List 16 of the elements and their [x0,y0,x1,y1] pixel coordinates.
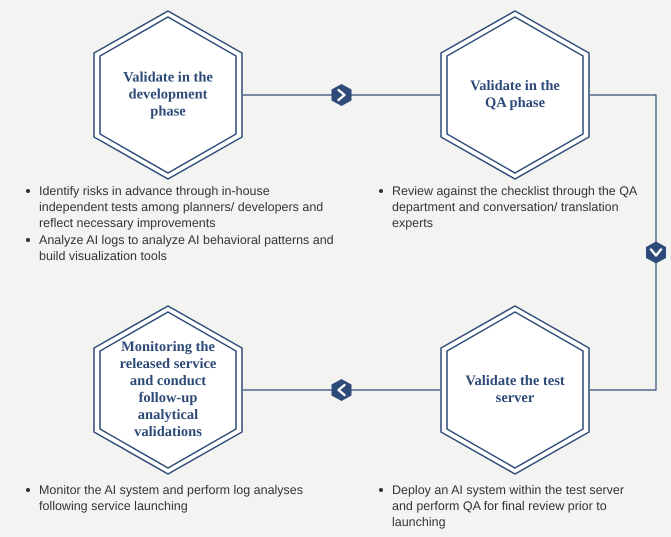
node-title: Validate in the QA phase [469,78,561,112]
arrow [243,84,440,106]
hexagon-node [93,305,243,475]
bullet-text: Deploy an AI system within the test server and perform QA for final review prior to launching [392,483,624,529]
arrow [243,379,440,401]
hexagon-node [440,10,590,180]
bullet-text: Monitor the AI system and perform log analyses following service launching [39,483,304,513]
node-title: Validate in the development phase [122,70,214,120]
hexagon-node [93,10,243,180]
bullet-text: Review against the checklist through the QA department and conversation/ translation experts [392,184,637,230]
bullet-text: Analyze AI logs to analyze AI behavioral patterns and build visualization tools [39,233,334,263]
hexagon-node [440,305,590,475]
arrow [590,94,666,391]
bullet-text: Identify risks in advance through in-house independent tests among planners/ developers and reflect necessary improvements [39,184,324,230]
node-title: Validate the test server [464,373,566,407]
node-title: Monitoring the released service and conduct follow-up analytical validations [118,339,218,441]
